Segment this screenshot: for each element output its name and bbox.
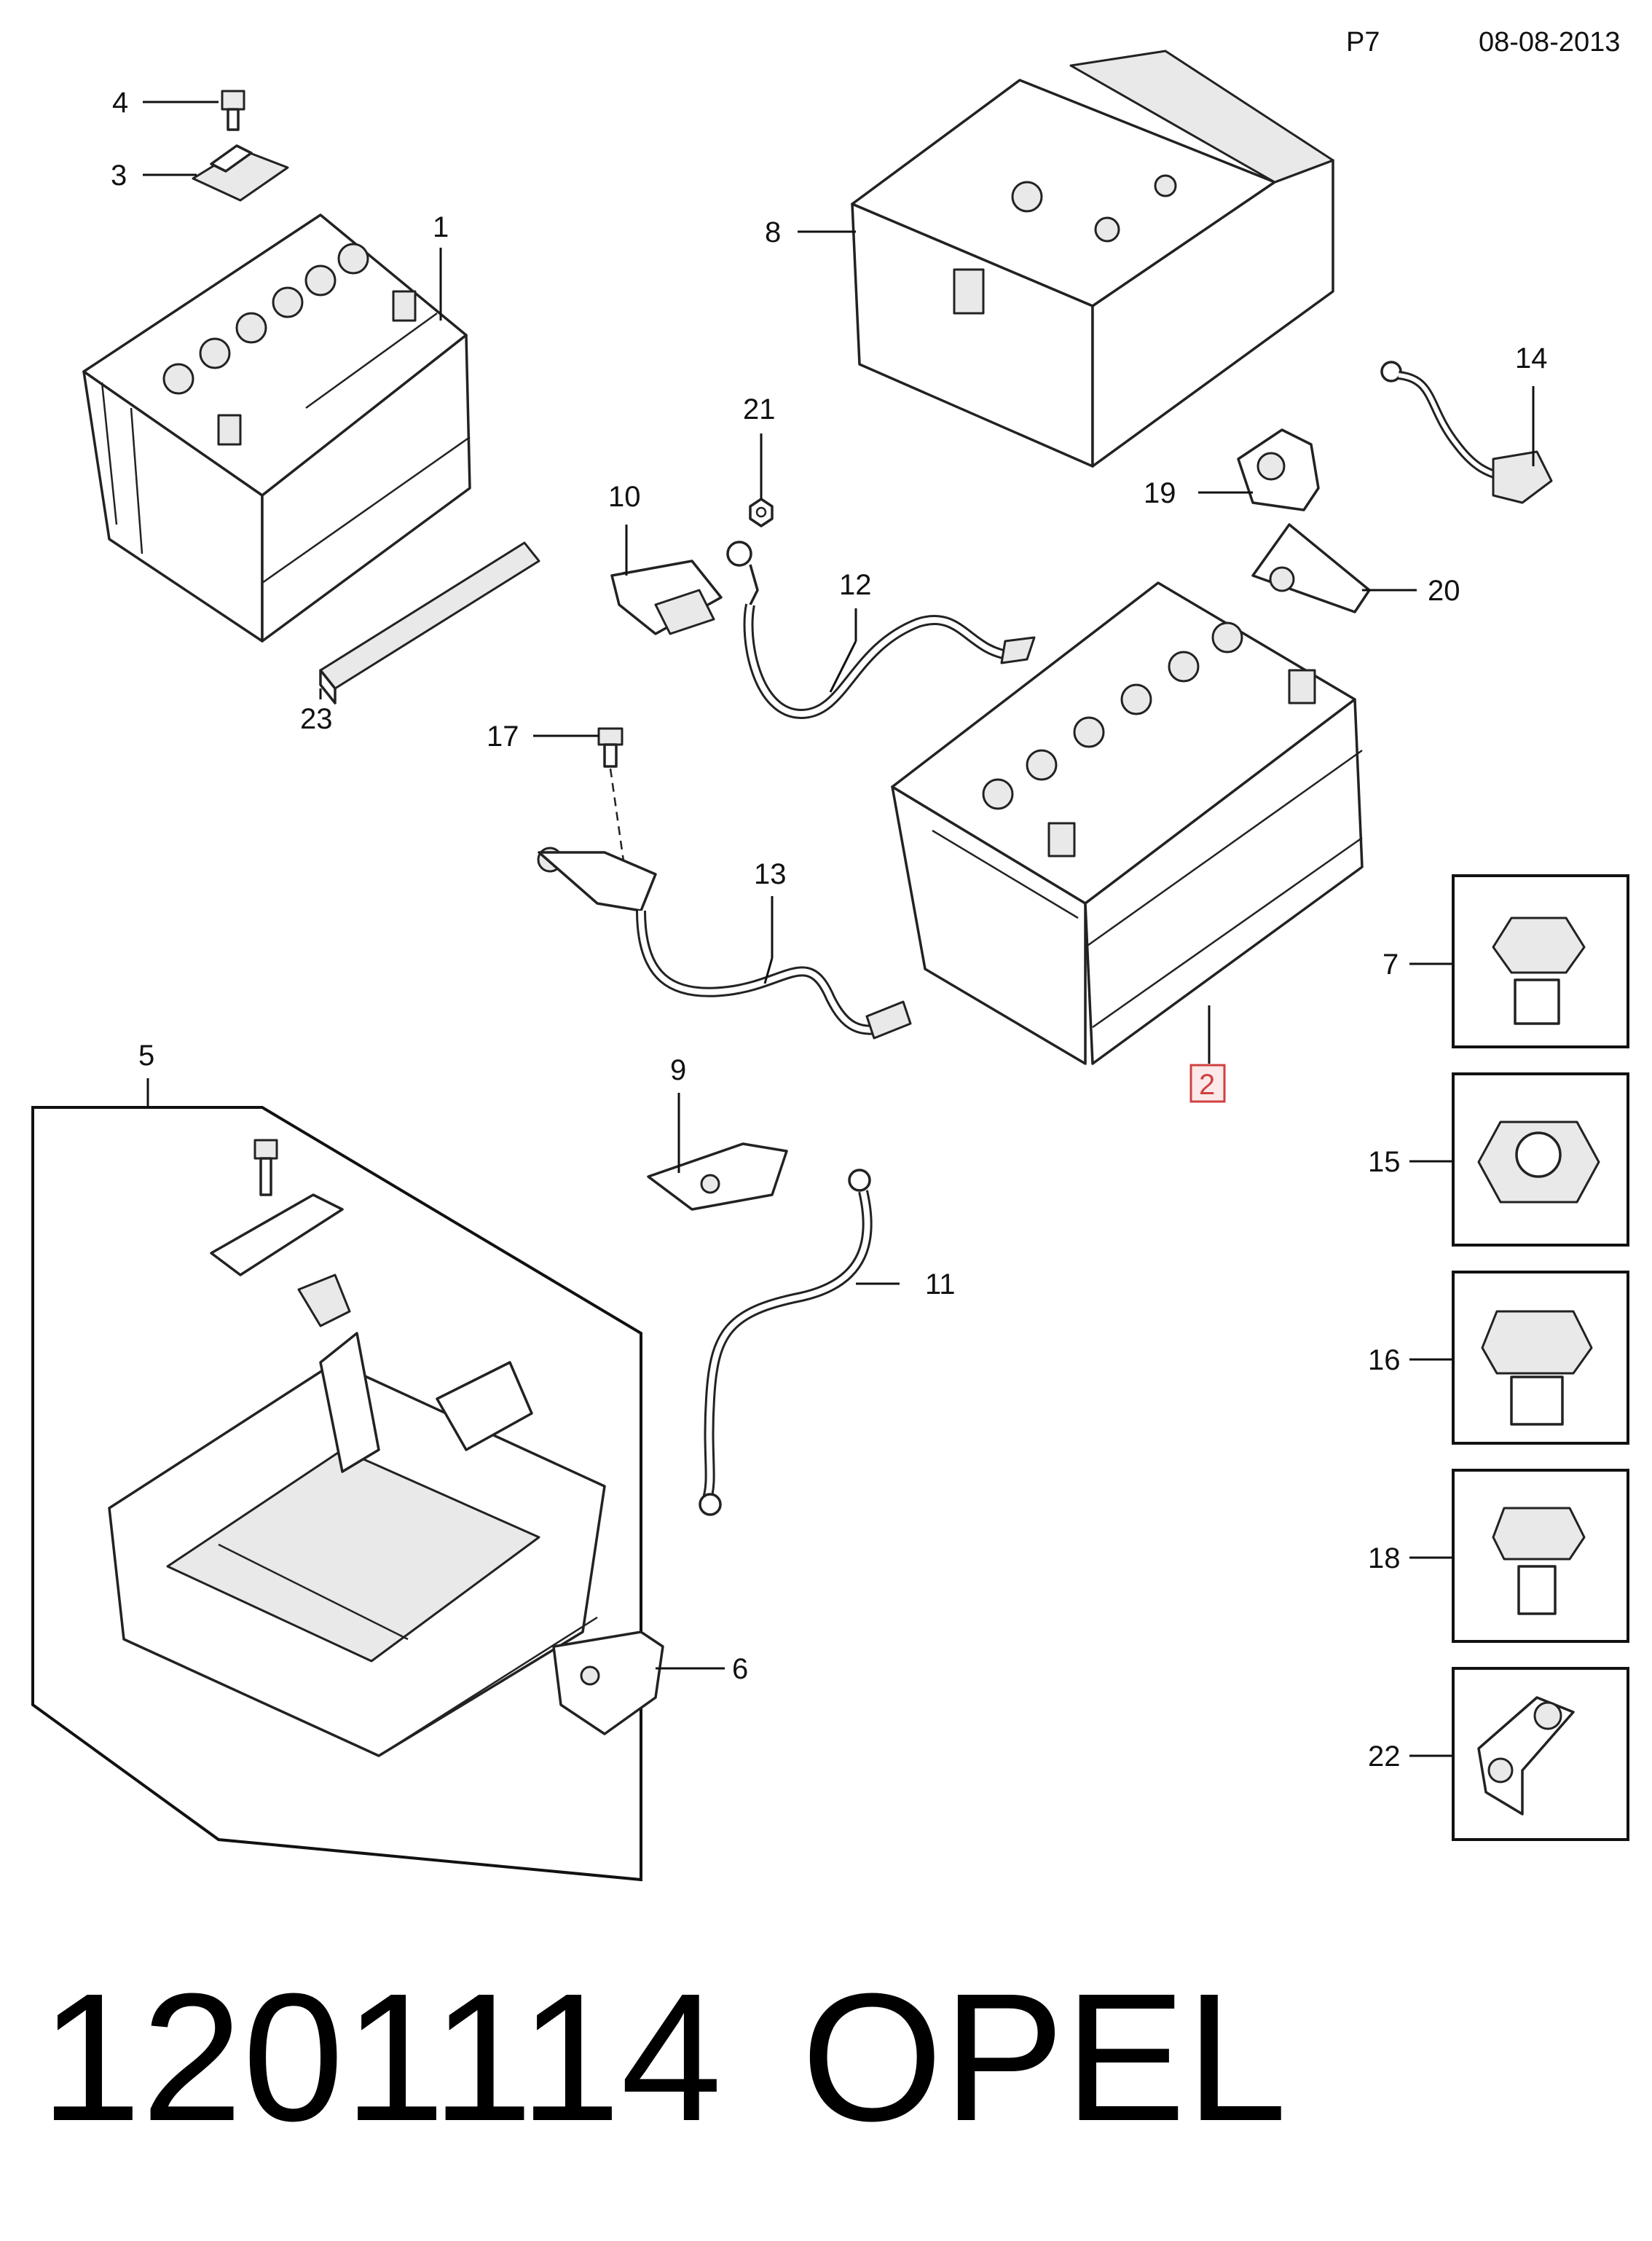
callout-1: 1 [433, 211, 449, 243]
callout-12: 12 [839, 569, 872, 601]
clamp-part-3 [192, 144, 289, 202]
battery-2-vent-caps [982, 621, 1243, 810]
diagram-date: 08-08-2013 [1479, 27, 1620, 58]
leader-lines [143, 101, 1535, 1757]
bracket-part-9 [647, 1142, 788, 1211]
callout-11: 11 [925, 1268, 956, 1300]
bracket-part-20 [1251, 523, 1371, 613]
callout-15: 15 [1368, 1146, 1401, 1178]
bolt-part-17 [597, 727, 628, 882]
callout-23: 23 [300, 703, 333, 735]
callout-3: 3 [111, 160, 127, 192]
terminal-part-10 [610, 560, 723, 635]
cable-part-14 [1380, 361, 1553, 504]
callout-18: 18 [1368, 1542, 1401, 1574]
callout-22: 22 [1368, 1740, 1401, 1773]
battery-cover-part-8 [851, 50, 1334, 468]
strip-part-23 [319, 541, 540, 705]
callouts: 4 3 1 8 14 21 19 10 20 12 23 17 13 7 2 5… [111, 87, 1548, 1773]
callout-13: 13 [754, 858, 787, 890]
fastener-box-22 [1452, 1667, 1629, 1841]
brand-name: OPEL [801, 1955, 1287, 2159]
battery-part-2 [891, 581, 1364, 1065]
callout-6: 6 [732, 1653, 748, 1685]
callout-5: 5 [138, 1040, 154, 1072]
callout-10: 10 [608, 481, 641, 513]
callout-2-highlight [1189, 1064, 1226, 1103]
fastener-box-7 [1452, 874, 1629, 1048]
tray-assembly-part-5 [31, 1106, 642, 1882]
nut-part-21 [749, 498, 774, 527]
fastener-box-15 [1452, 1072, 1629, 1247]
page-code: P7 [1346, 27, 1380, 58]
battery-part-1 [82, 213, 471, 643]
bracket-part-6 [552, 1630, 664, 1735]
callout-9: 9 [670, 1054, 686, 1086]
part-number: 1201114 [40, 1955, 722, 2159]
cable-part-13 [537, 847, 912, 1040]
callout-19: 19 [1144, 477, 1176, 509]
callout-4: 4 [112, 87, 128, 119]
callout-7: 7 [1382, 949, 1399, 981]
cable-part-11 [699, 1169, 873, 1516]
callout-21: 21 [743, 393, 776, 425]
cable-part-12 [726, 541, 1036, 720]
callout-8: 8 [765, 216, 781, 248]
callout-14: 14 [1515, 342, 1548, 374]
callout-20: 20 [1428, 575, 1460, 607]
fastener-box-18 [1452, 1469, 1629, 1643]
callout-16: 16 [1368, 1344, 1401, 1376]
callout-2: 2 [1199, 1069, 1215, 1101]
callout-17: 17 [487, 721, 519, 753]
battery-vent-caps [162, 243, 369, 395]
fastener-box-16 [1452, 1271, 1629, 1445]
terminal-cover-part-19 [1237, 428, 1320, 511]
bolt-part-4 [221, 90, 245, 131]
